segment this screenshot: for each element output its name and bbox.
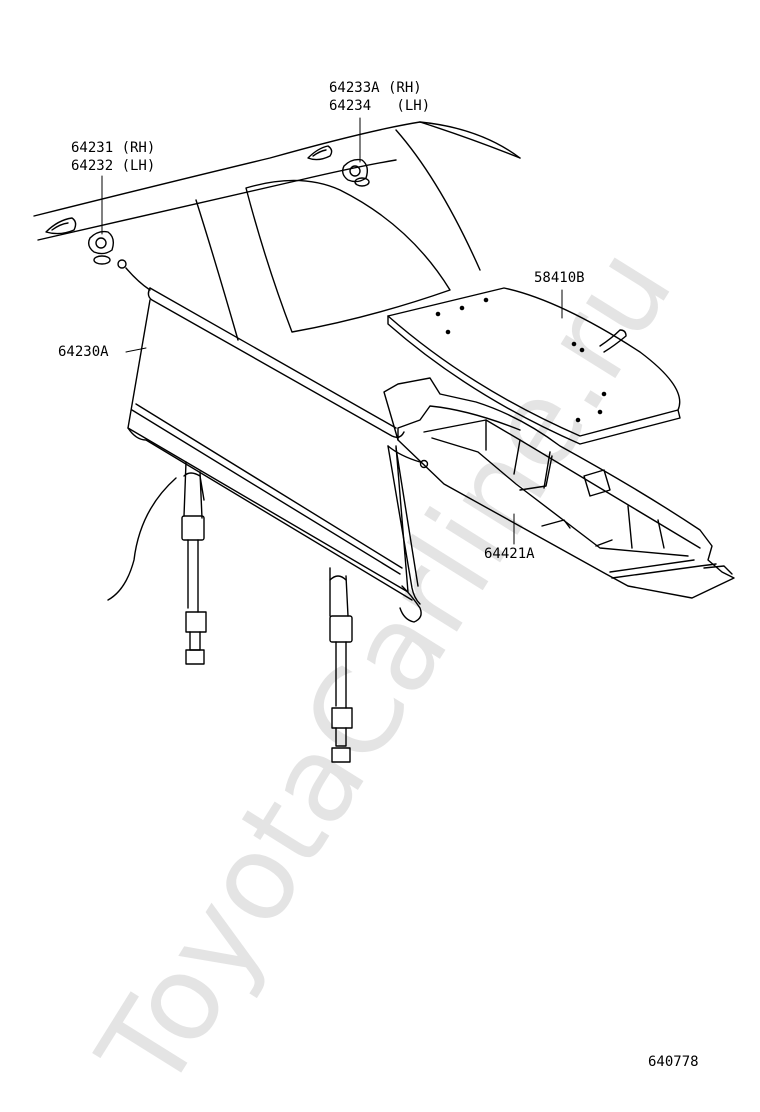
rear-window-outline [245, 179, 451, 333]
deck-board-58410B [387, 287, 681, 445]
label-64233A: 64233A (RH) [329, 80, 422, 96]
label-64232: 64232 (LH) [71, 158, 156, 174]
tonneau-cover-64230A [117, 259, 429, 623]
label-64421A: 64421A [484, 546, 535, 562]
storage-tray-64421A [383, 377, 735, 599]
label-64231: 64231 (RH) [71, 140, 156, 156]
vehicle-body-outline [33, 121, 521, 341]
hook-part-64233A [341, 158, 370, 187]
label-64230A: 64230A [58, 344, 109, 360]
hook-part-64231 [87, 230, 115, 265]
label-64234: 64234 (LH) [329, 98, 431, 114]
strap-left [181, 461, 207, 665]
strap-right [329, 567, 353, 763]
leader-lines [101, 117, 563, 545]
body-hook-holes [45, 145, 333, 235]
figure-number: 640778 [648, 1054, 699, 1070]
label-58410B: 58410B [534, 270, 585, 286]
body-contour-line [107, 477, 177, 601]
